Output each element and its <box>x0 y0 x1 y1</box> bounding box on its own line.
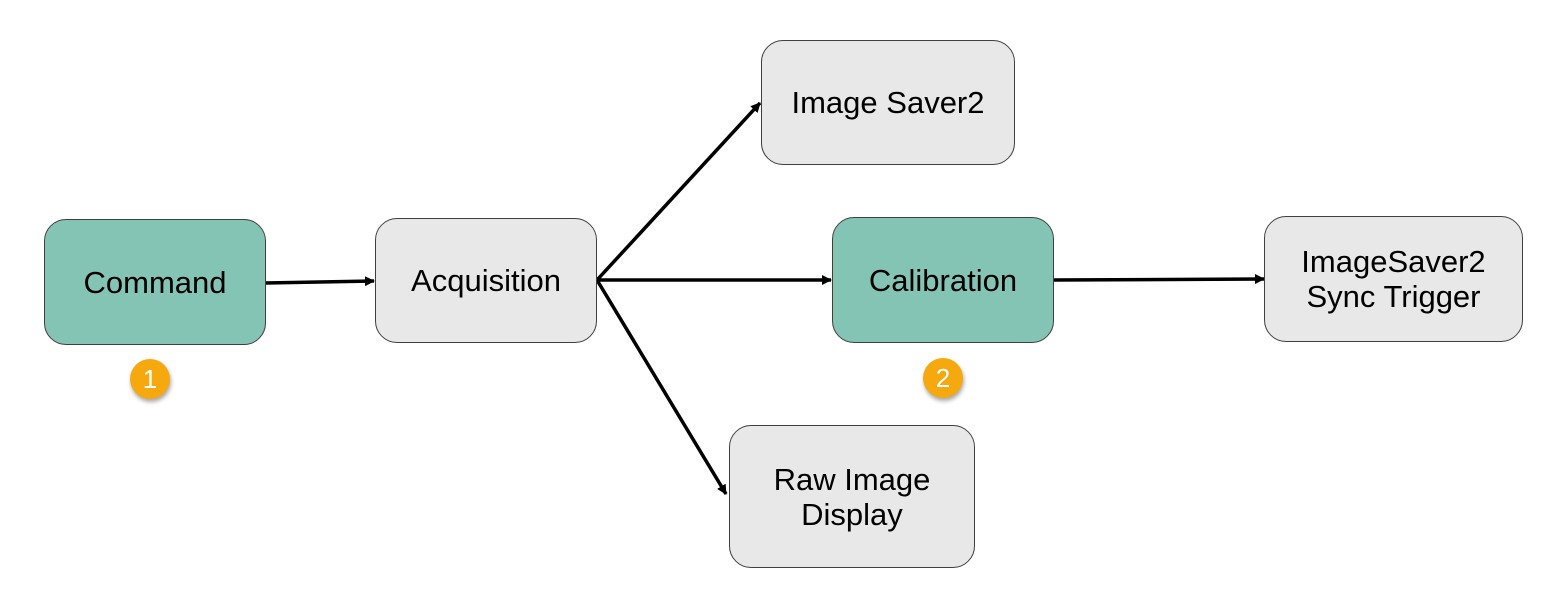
step-badge-2-text: 2 <box>935 363 951 393</box>
node-image-saver2-label: Image Saver2 <box>791 85 985 120</box>
node-calibration-label: Calibration <box>868 262 1018 298</box>
edge-calibration-to-imagesaver2-sync-trigger <box>1052 274 1265 285</box>
node-image-saver2[interactable]: Image Saver2 <box>761 40 1015 165</box>
node-raw-image-display[interactable]: Raw Image Display <box>729 425 975 568</box>
node-command-label: Command <box>83 264 227 300</box>
step-badge-1: 1 <box>130 359 170 399</box>
node-imagesaver2-sync-trigger-label: ImageSaver2 Sync Trigger <box>1301 244 1486 314</box>
node-command[interactable]: Command <box>44 219 266 345</box>
node-calibration[interactable]: Calibration <box>832 217 1054 343</box>
node-acquisition[interactable]: Acquisition <box>375 218 597 343</box>
node-raw-image-display-label: Raw Image Display <box>773 461 931 532</box>
edge-acquisition-to-raw-image-display <box>595 279 728 495</box>
edge-command-to-acquisition <box>264 276 375 287</box>
step-badge-1-text: 1 <box>142 364 158 394</box>
node-imagesaver2-sync-trigger[interactable]: ImageSaver2 Sync Trigger <box>1264 216 1523 342</box>
step-badge-2: 2 <box>923 358 963 398</box>
node-acquisition-label: Acquisition <box>411 263 561 298</box>
edge-acquisition-to-image-saver2 <box>595 101 762 282</box>
